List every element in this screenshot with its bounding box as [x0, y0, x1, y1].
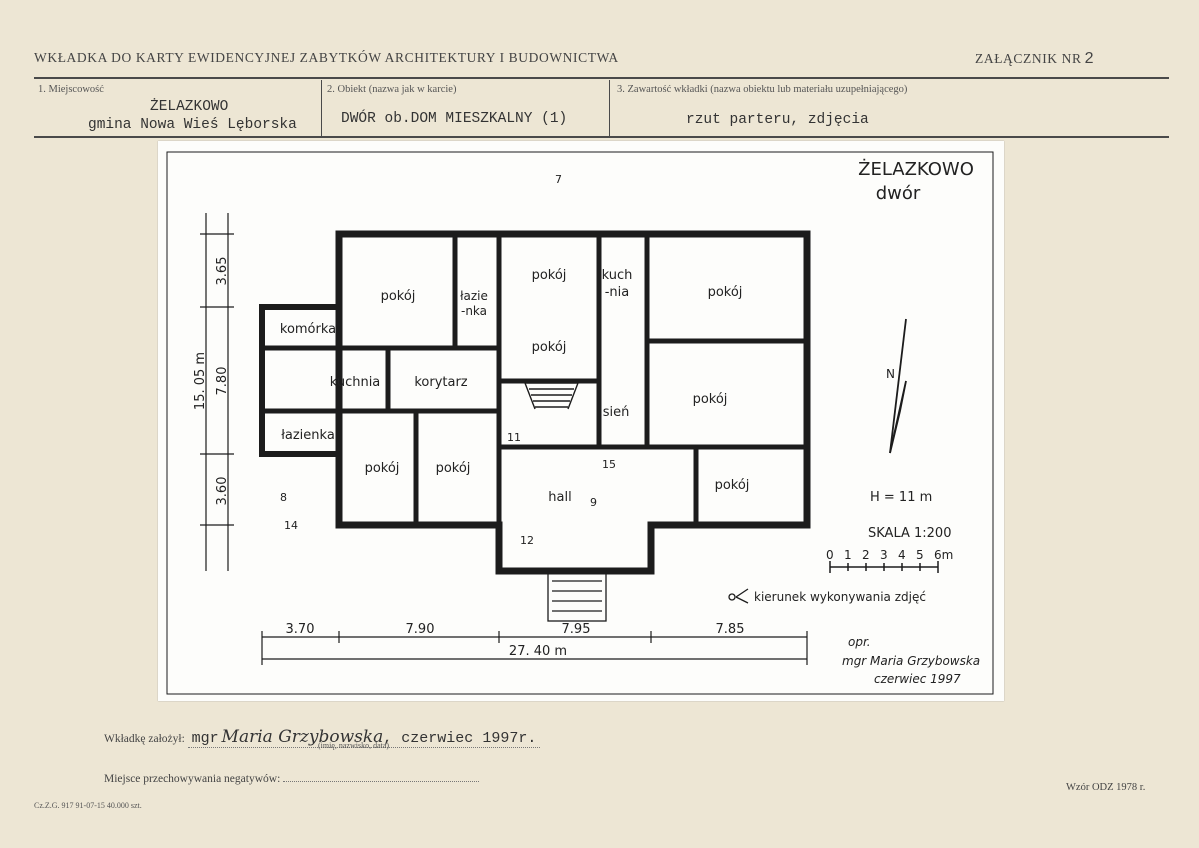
floor-plan: ŻELAZKOWO dwór pokój łazie -nka pokój ku…	[166, 151, 994, 695]
founded-by-line: Wkładkę założył: mgr Maria Grzybowska, c…	[104, 727, 541, 748]
room-label: pokój	[708, 285, 743, 300]
field-1-value-1: ŻELAZKOWO	[150, 99, 229, 115]
dimension-label: 7.80	[215, 367, 230, 396]
dimension-label: 7.90	[406, 622, 435, 637]
photo-number: 12	[520, 534, 534, 547]
dimension-total-horizontal: 27. 40 m	[509, 644, 567, 659]
stairs	[524, 382, 579, 410]
plan-title-1: ŻELAZKOWO	[858, 159, 974, 180]
document-title: WKŁADKA DO KARTY EWIDENCYJNEJ ZABYTKÓW A…	[34, 50, 619, 65]
inner-walls	[262, 234, 807, 571]
north-arrow	[889, 318, 907, 454]
scale-tick: 3	[880, 548, 888, 562]
north-label: N	[886, 367, 895, 381]
room-label: pokój	[436, 461, 471, 476]
founded-suffix: , czerwiec 1997r.	[383, 730, 537, 747]
field-divider-2	[609, 80, 610, 137]
dimension-total-vertical: 15. 05 m	[193, 352, 208, 410]
room-label: kuch	[602, 268, 633, 283]
field-3-label: 3. Zawartość wkładki (nazwa obiektu lub …	[617, 84, 908, 95]
scale-tick: 6m	[934, 548, 953, 562]
field-2-value: DWÓR ob.DOM MIESZKALNY (1)	[341, 111, 568, 127]
room-label: sień	[603, 405, 630, 420]
field-2-label: 2. Obiekt (nazwa jak w karcie)	[327, 84, 457, 95]
attachment-number: 2	[1084, 50, 1095, 67]
photo-number: 9	[590, 496, 597, 509]
plan-title-2: dwór	[876, 183, 921, 204]
legend-camera-symbol	[728, 588, 749, 604]
print-info: Cz.Z.G. 917 91-07-15 40.000 szt.	[34, 801, 142, 810]
photo-number: 8	[280, 491, 287, 504]
room-label: kuchnia	[330, 375, 381, 390]
founded-prefix: mgr	[191, 730, 219, 747]
entrance-steps	[547, 570, 607, 622]
plan-frame	[166, 151, 994, 695]
author-line-1: opr.	[848, 635, 871, 649]
scale-tick: 0	[826, 548, 834, 562]
scale-tick: 4	[898, 548, 906, 562]
author-line-2: mgr Maria Grzybowska	[842, 654, 980, 668]
author-line-3: czerwiec 1997	[874, 672, 961, 686]
template-label: Wzór ODZ 1978 r.	[1066, 782, 1146, 793]
room-label: łazie	[460, 289, 488, 303]
room-label: hall	[548, 490, 571, 505]
header-rule-bottom	[34, 136, 1169, 138]
field-divider-1	[321, 80, 322, 137]
negatives-line: Miejsce przechowywania negatywów:	[104, 771, 480, 785]
room-label: pokój	[715, 478, 750, 493]
scale-tick: 2	[862, 548, 870, 562]
scale-bar	[829, 561, 939, 573]
room-label: korytarz	[414, 375, 467, 390]
dimension-label: 7.95	[562, 622, 591, 637]
room-label: pokój	[532, 268, 567, 283]
room-label: -nia	[605, 285, 630, 300]
negatives-label: Miejsce przechowywania negatywów:	[104, 773, 281, 785]
photo-number: 15	[602, 458, 616, 471]
photo-number: 14	[284, 519, 298, 532]
height-label: H = 11 m	[870, 490, 932, 505]
outer-wall-main	[335, 230, 811, 575]
dimension-label: 7.85	[716, 622, 745, 637]
dimension-label: 3.65	[215, 257, 230, 286]
founded-name: Maria Grzybowska	[221, 727, 384, 747]
room-label: -nka	[461, 304, 487, 318]
negatives-field	[283, 771, 480, 782]
founded-label: Wkładkę założył:	[104, 733, 185, 745]
room-label: pokój	[532, 340, 567, 355]
founded-hint: (imię, nazwisko, data)	[318, 741, 390, 750]
floor-plan-photo: ŻELAZKOWO dwór pokój łazie -nka pokój ku…	[158, 141, 1004, 701]
dimension-lines	[200, 213, 808, 665]
field-3-value: rzut parteru, zdjęcia	[686, 112, 869, 128]
header-rule-top	[34, 77, 1169, 79]
field-1-value-2: gmina Nowa Wieś Lęborska	[88, 117, 297, 133]
room-label: łazienka	[281, 428, 335, 443]
field-1-label: 1. Miejscowość	[38, 84, 104, 95]
room-label: pokój	[381, 289, 416, 304]
founded-value: mgr Maria Grzybowska, czerwiec 1997r.	[187, 727, 541, 748]
room-label: komórka	[280, 322, 336, 337]
scale-tick: 5	[916, 548, 924, 562]
scale-tick: 1	[844, 548, 852, 562]
scale-label: SKALA 1:200	[868, 526, 951, 541]
photo-number: 7	[555, 173, 562, 186]
room-label: pokój	[365, 461, 400, 476]
room-label: pokój	[693, 392, 728, 407]
outer-wall-wing	[259, 304, 339, 457]
dimension-label: 3.60	[215, 477, 230, 506]
dimension-label: 3.70	[286, 622, 315, 637]
photo-number: 11	[507, 431, 521, 444]
attachment-label-text: ZAŁĄCZNIK NR	[975, 51, 1082, 66]
legend-text: kierunek wykonywania zdjęć	[754, 590, 926, 604]
